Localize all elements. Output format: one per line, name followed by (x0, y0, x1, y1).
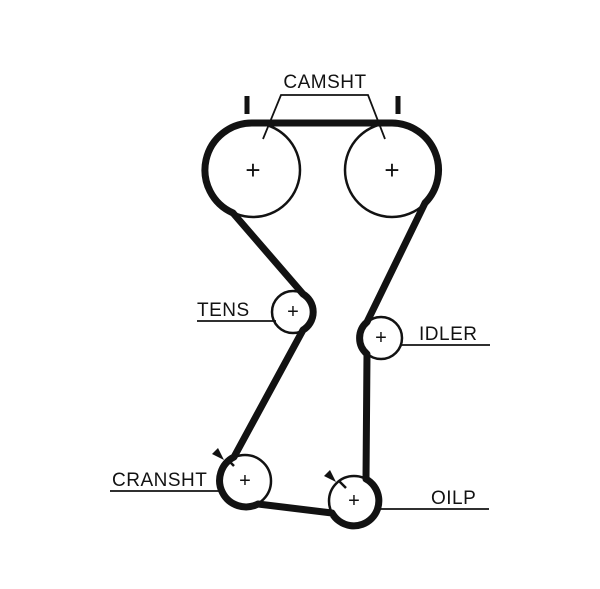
camshaft-left-center-mark: + (245, 155, 260, 185)
crankshaft-center-mark: + (239, 470, 251, 492)
crankshaft-edge-timing-mark (226, 458, 235, 467)
crankshaft-label: CRANSHT (112, 470, 207, 491)
tensioner-label: TENS (197, 300, 250, 321)
camshaft-right-center-mark: + (384, 155, 399, 185)
oil-pump-direction-arrow-icon (324, 470, 336, 482)
oil-pump-center-mark: + (348, 490, 360, 512)
tensioner-center-mark: + (287, 301, 299, 323)
timing-belt (201, 119, 442, 530)
camshaft-label-leader (262, 94, 386, 140)
camshaft-label: CAMSHT (283, 72, 366, 93)
crankshaft-direction-arrow-icon (212, 448, 224, 460)
oil-pump-label: OILP (431, 488, 476, 509)
idler-center-mark: + (375, 327, 387, 349)
idler-label: IDLER (419, 324, 477, 345)
oil-pump-edge-timing-mark (338, 480, 347, 489)
